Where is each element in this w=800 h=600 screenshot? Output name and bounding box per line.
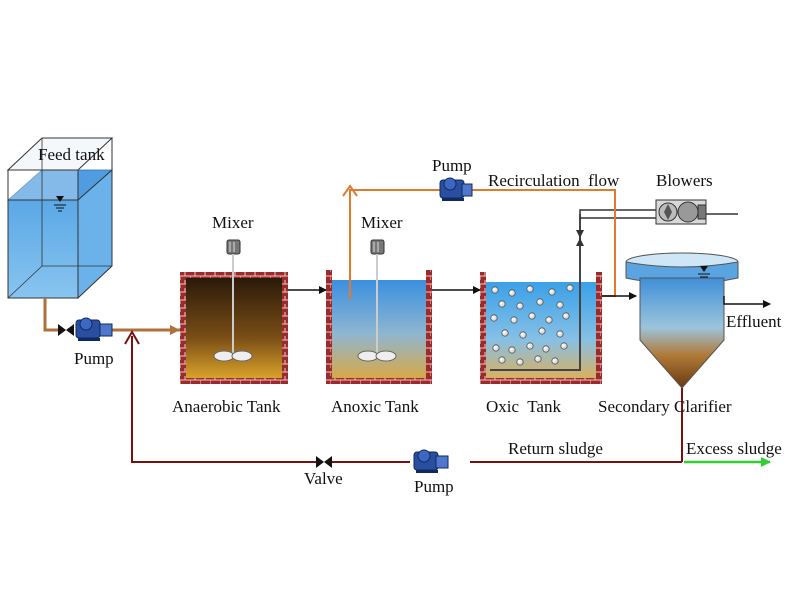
mixer-1-label: Mixer [212, 213, 254, 232]
effluent-label: Effluent [726, 312, 782, 331]
feed-pump-icon [75, 317, 113, 341]
excess-sludge-label: Excess sludge [686, 439, 782, 458]
anaerobic-tank-label: Anaerobic Tank [172, 397, 281, 416]
water-level-icon [54, 196, 66, 212]
air-valve-icon [576, 230, 584, 246]
recirculation-arrow [342, 184, 358, 197]
effluent-arrow [723, 296, 771, 308]
return-valve-icon [316, 456, 332, 468]
blower-icon [655, 199, 707, 225]
clarifier-water-level-icon [698, 266, 710, 278]
anaerobic-tank [180, 239, 288, 384]
air-diffuser-pipe [490, 214, 581, 371]
feed-valve-icon [58, 324, 74, 336]
mixer-1-icon [213, 239, 253, 362]
pump-recirc-label: Pump [432, 156, 472, 175]
valve-label: Valve [304, 469, 343, 488]
return-sludge-arrow [124, 330, 140, 345]
return-pump-icon [413, 449, 449, 473]
feed-tank [6, 137, 114, 300]
pump-return-label: Pump [414, 477, 454, 496]
return-sludge-line [131, 336, 682, 463]
oxic-tank [480, 214, 602, 384]
anoxic-tank [326, 239, 432, 384]
recirculation-pump-icon [439, 177, 473, 201]
mixer-2-icon [357, 239, 397, 362]
blowers-label: Blowers [656, 171, 713, 190]
air-bubbles [490, 284, 574, 366]
feed-tank-label: Feed tank [38, 145, 105, 164]
secondary-clarifier [625, 252, 771, 462]
anoxic-tank-label: Anoxic Tank [331, 397, 419, 416]
air-supply-pipe [579, 209, 738, 219]
return-sludge-label: Return sludge [508, 439, 603, 458]
recirculation-flow-label: Recirculation flow [488, 171, 620, 190]
feed-arrow [170, 325, 180, 335]
feed-pipe [43, 298, 180, 332]
oxic-tank-label: Oxic Tank [486, 397, 561, 416]
secondary-clarifier-label: Secondary Clarifier [598, 397, 732, 416]
mixer-2-label: Mixer [361, 213, 403, 232]
pump-feed-label: Pump [74, 349, 114, 368]
